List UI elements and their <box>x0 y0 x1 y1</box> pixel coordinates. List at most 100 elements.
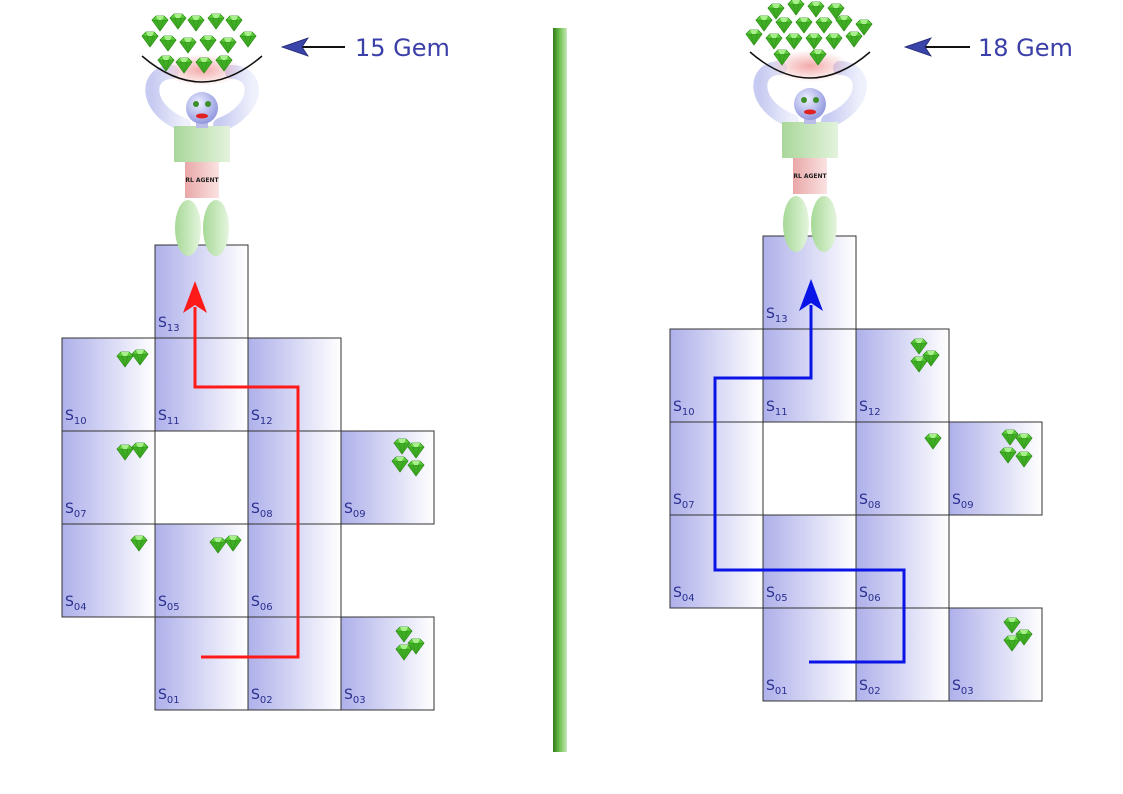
path-arrowhead-icon <box>183 281 207 313</box>
grid-cell-s08: S08 <box>247 430 342 525</box>
grid-cell-s03: S03 <box>340 616 435 711</box>
cell-box <box>154 523 249 618</box>
agent-path <box>713 305 906 664</box>
cell-label: S10 <box>673 399 695 418</box>
left-leg <box>783 196 809 252</box>
grid-cell-s03: S03 <box>948 607 1043 702</box>
gem-icon <box>807 1 825 18</box>
grid-cell-s06: S06 <box>247 523 342 618</box>
right-leg <box>811 196 837 252</box>
gem-icon <box>151 15 169 32</box>
pointer-arrowhead-icon <box>280 37 309 57</box>
gem-icon <box>207 13 225 30</box>
cell-label: S13 <box>766 306 788 325</box>
gem-icon <box>825 33 843 50</box>
cell-box <box>855 328 950 423</box>
cell-box <box>247 616 342 711</box>
grid-cell-s12: S12 <box>855 328 950 423</box>
gem-icon <box>765 33 783 50</box>
gem-icon <box>835 15 853 32</box>
cell-label: S07 <box>65 501 87 520</box>
cell-label: S04 <box>65 594 87 613</box>
gem-icon <box>179 37 197 54</box>
gem-count-pointer: 15 Gem <box>280 34 450 62</box>
agent-eye <box>193 101 199 107</box>
gem-icon <box>141 31 159 48</box>
grid-cell-s05: S05 <box>762 514 857 609</box>
agent-path <box>193 307 300 659</box>
pointer-arrowhead-icon <box>903 37 932 57</box>
gem-icon <box>239 31 257 48</box>
agent-torso <box>782 122 838 158</box>
cell-box <box>61 523 156 618</box>
grid-cell-s12: S12 <box>247 337 342 432</box>
cell-box <box>154 337 249 432</box>
cell-box <box>247 337 342 432</box>
cell-label: S08 <box>251 501 273 520</box>
basket-curve <box>141 55 263 83</box>
cell-label: S10 <box>65 408 87 427</box>
cell-label: S01 <box>158 687 180 706</box>
cell-box <box>154 244 249 339</box>
grid-cell-s11: S11 <box>154 337 249 432</box>
cell-label: S03 <box>952 678 974 697</box>
right-leg <box>203 200 229 256</box>
agent-label: RL AGENT <box>185 177 219 184</box>
gem-icon <box>159 35 177 52</box>
cell-label: S06 <box>859 585 881 604</box>
panel-left: S01 S02 S03 S04 S05 S06 S07 S08 S09 S10 S11 S12 S13 R… <box>61 13 450 711</box>
agent-belt <box>185 160 219 198</box>
rl-agent-figure: RL AGENT <box>141 13 263 256</box>
grid-cell-s08: S08 <box>855 421 950 516</box>
grid-cell-s02: S02 <box>247 616 342 711</box>
agent-eye <box>813 97 819 103</box>
cell-label: S08 <box>859 492 881 511</box>
gem-icon <box>795 17 813 34</box>
grid-cell-s13: S13 <box>154 244 249 339</box>
agent-eye <box>801 97 807 103</box>
gem-icon <box>845 31 863 48</box>
state-grid: S01 S02 S03 S04 S05 S06 S07 S08 S09 S10 S11 S12 S13 <box>61 244 435 711</box>
cell-box <box>154 616 249 711</box>
cell-label: S13 <box>158 315 180 334</box>
cell-label: S04 <box>673 585 695 604</box>
grid-cell-s01: S01 <box>154 616 249 711</box>
cell-box <box>762 514 857 609</box>
agent-label: RL AGENT <box>793 173 827 180</box>
grid-cell-s09: S09 <box>340 430 435 525</box>
path-arrowhead-icon <box>799 279 823 311</box>
gem-icon <box>219 37 237 54</box>
cell-box <box>340 616 435 711</box>
cell-label: S02 <box>859 678 881 697</box>
gem-icon <box>767 3 785 20</box>
agent-belt <box>793 156 827 194</box>
gem-icon <box>787 0 805 16</box>
gem-icon <box>199 35 217 52</box>
agent-mouth <box>196 113 208 119</box>
cell-box <box>948 607 1043 702</box>
basket-curve <box>749 51 871 79</box>
cell-label: S03 <box>344 687 366 706</box>
grid-cell-s05: S05 <box>154 523 249 618</box>
gem-count-label: 15 Gem <box>355 34 450 62</box>
cell-label: S11 <box>158 408 180 427</box>
agent-torso <box>174 126 230 162</box>
cell-label: S01 <box>766 678 788 697</box>
cell-label: S02 <box>251 687 273 706</box>
gem-icon <box>225 15 243 32</box>
agent-mouth <box>804 109 816 115</box>
cell-label: S11 <box>766 399 788 418</box>
left-leg <box>175 200 201 256</box>
cell-label: S05 <box>158 594 180 613</box>
gem-icon <box>755 15 773 32</box>
gem-basket <box>141 13 263 86</box>
gem-count-label: 18 Gem <box>978 34 1073 62</box>
gem-icon <box>775 17 793 34</box>
grid-cell-s04: S04 <box>61 523 156 618</box>
gem-count-pointer: 18 Gem <box>903 34 1073 62</box>
grid-cell-s07: S07 <box>61 430 156 525</box>
cell-box <box>762 607 857 702</box>
basket-glow <box>770 50 850 82</box>
gem-icon <box>187 15 205 32</box>
